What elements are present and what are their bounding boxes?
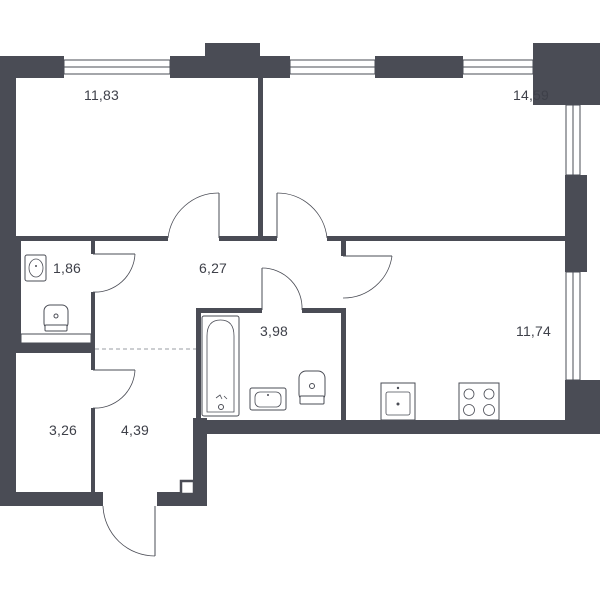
window-right-2 [565,271,581,381]
bath-toilet-icon [298,370,326,405]
shaft-box [179,479,196,496]
door-entrance[interactable] [102,505,156,557]
room-area-label: 3,26 [49,422,78,438]
wall-bath-top-left [196,308,262,313]
wall-bedroom1-bottom-right [219,236,277,241]
room-area-label: 6,27 [199,260,228,276]
wall-top-mid [170,56,290,78]
wall-bottom-right [193,420,600,434]
wall-bath-right [341,308,346,420]
door-storage[interactable] [92,369,136,409]
window-top-1 [63,59,171,75]
wall-storage-right-top [91,348,95,370]
door-bedroom-1[interactable] [167,192,220,239]
wall-wc-inner-left [16,241,21,346]
wall-wc-bottom [16,343,95,348]
room-area-label: 11,83 [84,87,119,103]
wall-bedroom2-bottom [327,236,565,241]
wall-bath-top-right [302,308,346,313]
wall-wc-right-top [91,241,95,254]
door-bathroom[interactable] [261,267,303,311]
kitchen-sink-icon [380,382,416,421]
wc-sink-icon [24,254,47,282]
wall-storage-right-bottom [91,408,95,494]
wall-bottom-left [0,492,103,506]
stove-icon [458,382,500,421]
room-area-label: 1,86 [53,260,82,276]
window-top-2 [289,59,376,75]
window-top-3 [462,59,534,75]
fixtures [24,254,500,421]
room-area-label: 11,74 [516,323,551,339]
wall-top-pier [205,43,260,57]
bathtub-icon [201,315,240,417]
wc-toilet-icon [43,304,69,332]
wall-bottom-step [193,418,207,506]
wall-top-right-corner [533,43,600,105]
wc-shelf [20,333,92,344]
door-wc[interactable] [92,253,136,293]
room-area-label: 4,39 [121,422,150,438]
room-area-label: 3,98 [260,323,289,339]
room-area-label: 14,59 [513,87,550,103]
doors [92,192,393,557]
windows [63,59,581,381]
outer-walls [0,43,600,506]
wall-wc-right-bottom [91,292,95,348]
door-bedroom-2[interactable] [276,192,328,239]
window-right-1 [565,104,581,176]
wall-bedrooms-divider [258,78,263,238]
interior-walls [16,78,565,494]
wall-bath-left [196,308,201,420]
wall-kitchen-left-top [341,236,346,256]
wall-top-mid-right [375,56,463,78]
door-kitchen[interactable] [342,255,393,299]
wall-right-pier [565,175,587,272]
wall-left [0,56,16,506]
bath-sink-icon [249,387,287,411]
wall-storage-top [16,348,95,353]
wall-bedroom1-bottom [16,236,168,241]
